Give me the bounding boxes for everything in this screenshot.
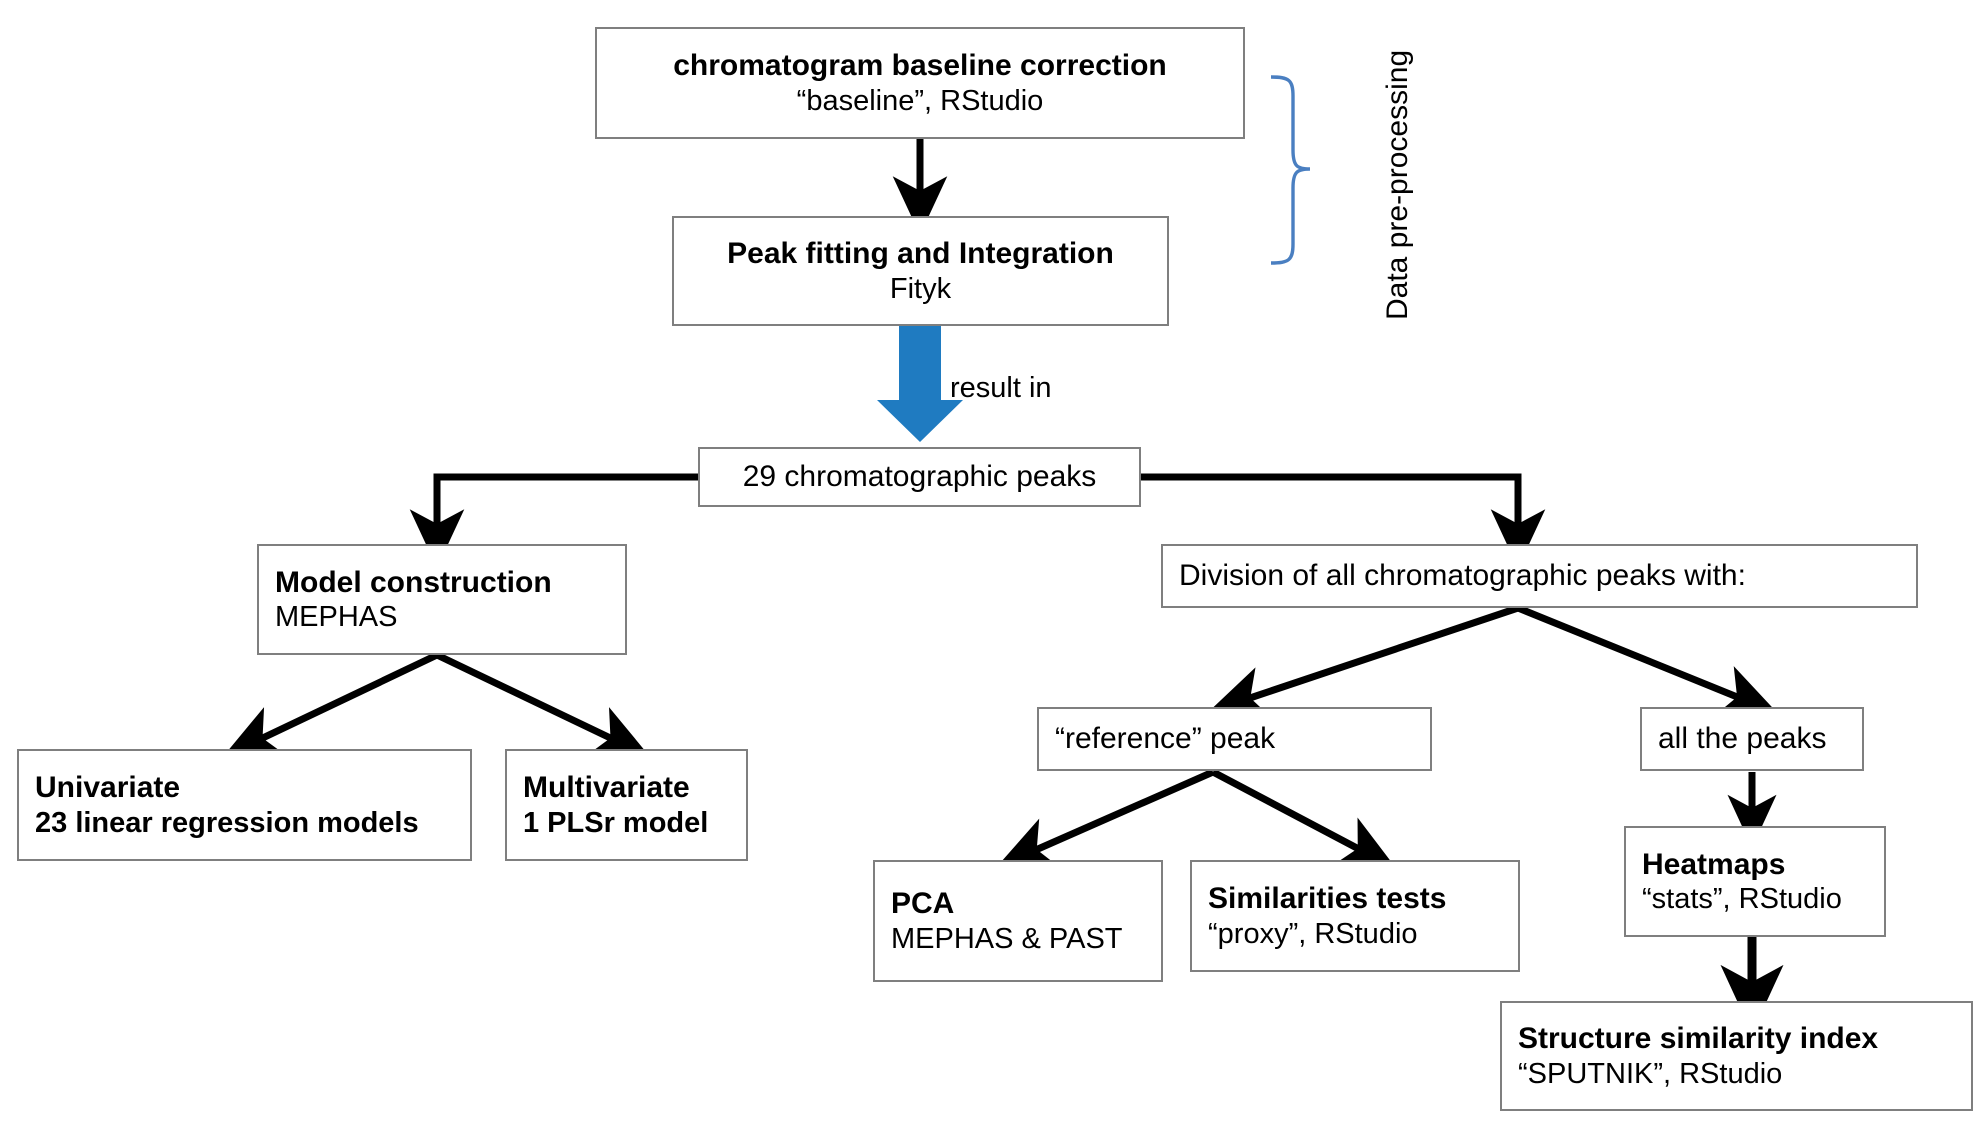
node-title: 29 chromatographic peaks bbox=[742, 460, 1097, 494]
node-title: Model construction bbox=[275, 565, 552, 599]
edge-division-to-allthepeaks bbox=[1516, 604, 1778, 717]
node-chromatogram-baseline-correction[interactable]: chromatogram baseline correction “baseli… bbox=[595, 27, 1245, 139]
node-title: Similarities tests bbox=[1208, 882, 1447, 916]
node-subtitle: “proxy”, RStudio bbox=[1208, 917, 1418, 950]
node-heatmaps[interactable]: Heatmaps “stats”, RStudio bbox=[1624, 826, 1886, 937]
node-subtitle: 23 linear regression models bbox=[35, 806, 419, 839]
node-title: Division of all chromatographic peaks wi… bbox=[1179, 559, 1746, 593]
node-title: Structure similarity index bbox=[1518, 1022, 1879, 1056]
edge-peaks29-to-division bbox=[1141, 473, 1546, 568]
node-subtitle: 1 PLSr model bbox=[523, 806, 709, 839]
node-title: Heatmaps bbox=[1642, 847, 1786, 881]
node-subtitle: “SPUTNIK”, RStudio bbox=[1518, 1057, 1783, 1090]
edge-referencepeak-to-similarities bbox=[1211, 768, 1397, 870]
node-title: “reference” peak bbox=[1055, 722, 1276, 756]
node-title: all the peaks bbox=[1658, 722, 1827, 756]
node-model-construction[interactable]: Model construction MEPHAS bbox=[257, 544, 627, 655]
preprocessing-brace bbox=[1270, 75, 1311, 265]
node-29-chromatographic-peaks[interactable]: 29 chromatographic peaks bbox=[698, 447, 1141, 507]
node-multivariate[interactable]: Multivariate 1 PLSr model bbox=[505, 749, 748, 861]
node-univariate[interactable]: Univariate 23 linear regression models bbox=[17, 749, 472, 861]
edge-modelconstruction-to-multivariate bbox=[435, 651, 651, 758]
node-title: Multivariate bbox=[523, 771, 690, 805]
node-subtitle: MEPHAS bbox=[275, 601, 398, 634]
node-reference-peak[interactable]: “reference” peak bbox=[1037, 707, 1432, 771]
node-peak-fitting-and-integration[interactable]: Peak fitting and Integration Fityk bbox=[672, 216, 1169, 326]
node-title: Peak fitting and Integration bbox=[727, 237, 1114, 271]
edge-division-to-referencepeak bbox=[1208, 604, 1520, 720]
edge-modelconstruction-to-univariate bbox=[222, 651, 439, 758]
node-subtitle: “stats”, RStudio bbox=[1642, 883, 1842, 916]
node-title: chromatogram baseline correction bbox=[673, 49, 1167, 83]
node-subtitle: MEPHAS & PAST bbox=[891, 922, 1123, 955]
node-title: Univariate bbox=[35, 771, 181, 805]
node-structure-similarity-index[interactable]: Structure similarity index “SPUTNIK”, RS… bbox=[1500, 1001, 1973, 1111]
node-pca[interactable]: PCA MEPHAS & PAST bbox=[873, 860, 1163, 982]
node-all-the-peaks[interactable]: all the peaks bbox=[1640, 707, 1864, 771]
annotation-data-preprocessing: Data pre-processing bbox=[1381, 49, 1414, 320]
node-subtitle: “baseline”, RStudio bbox=[796, 84, 1044, 117]
node-title: PCA bbox=[891, 887, 955, 921]
node-division-of-all-peaks[interactable]: Division of all chromatographic peaks wi… bbox=[1161, 544, 1918, 608]
node-subtitle: Fityk bbox=[889, 272, 952, 305]
annotation-result-in: result in bbox=[950, 372, 1052, 404]
edge-referencepeak-to-pca bbox=[996, 768, 1215, 869]
node-similarities-tests[interactable]: Similarities tests “proxy”, RStudio bbox=[1190, 860, 1520, 972]
edge-peaks29-to-modelconstruction bbox=[409, 473, 698, 568]
